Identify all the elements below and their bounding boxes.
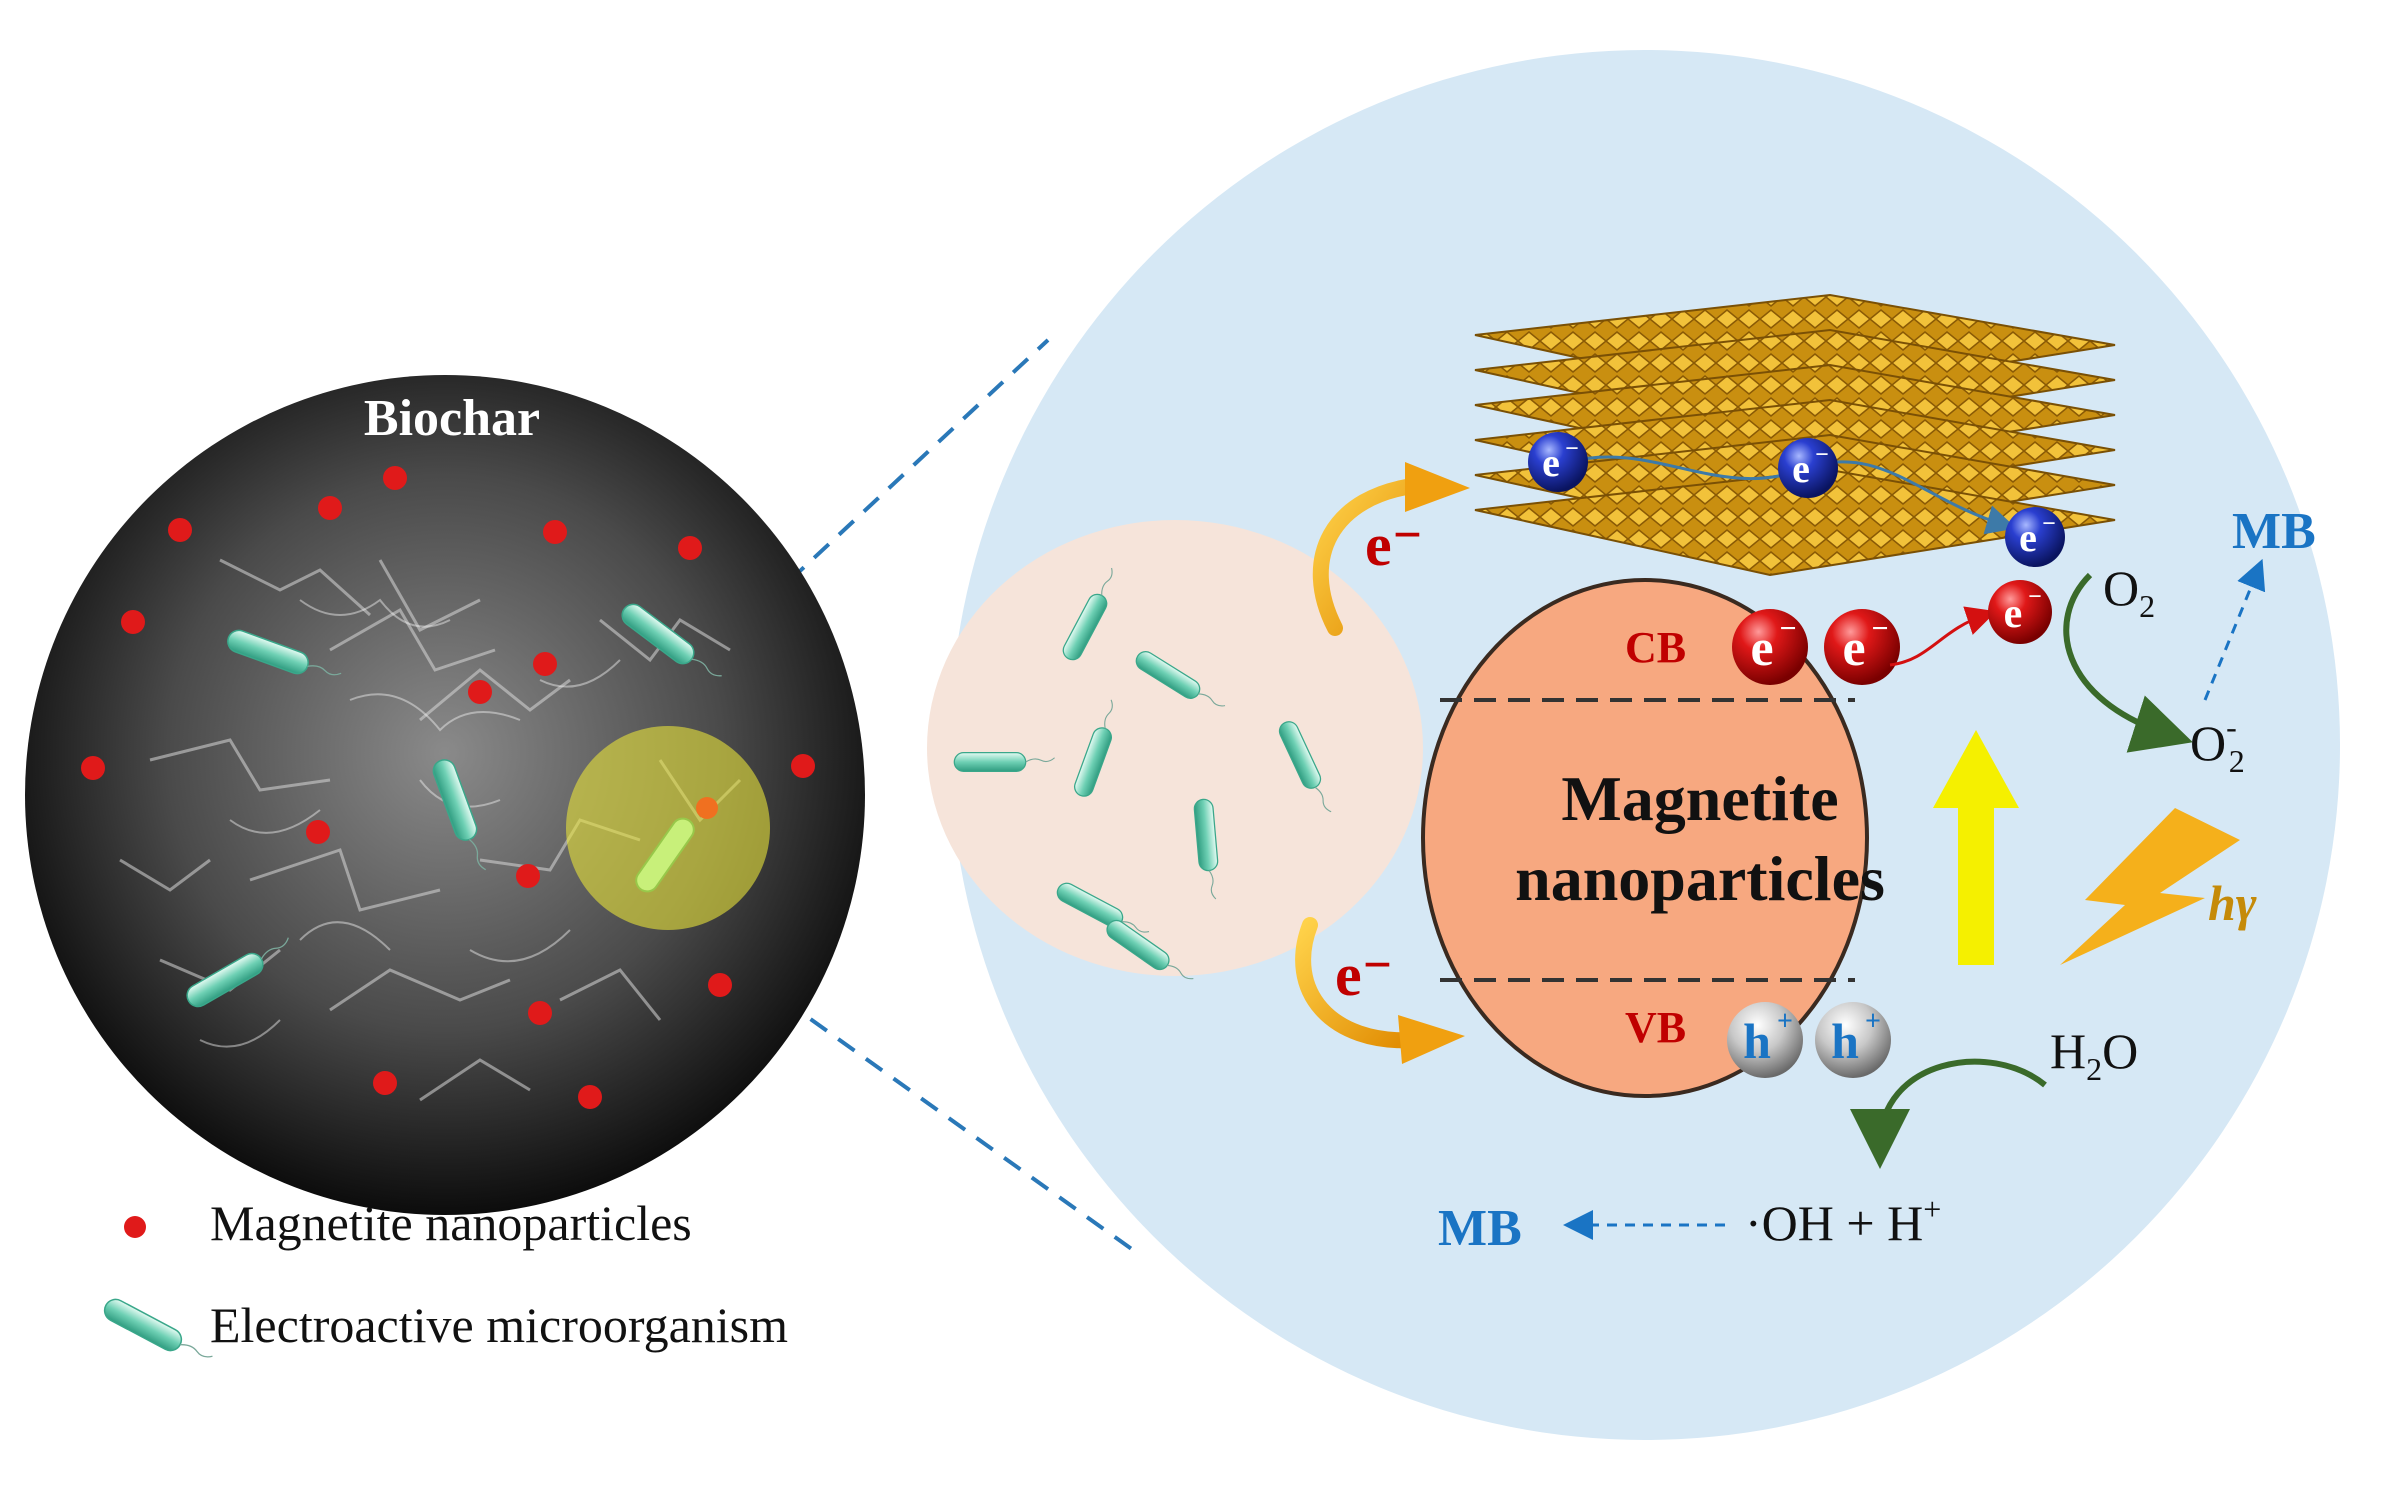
- h2o-label: H2O: [2050, 1023, 2138, 1087]
- legend: Magnetite nanoparticles Electroactive mi…: [100, 1195, 788, 1372]
- svg-text:−: −: [1779, 612, 1796, 645]
- electron-label-top: e⁻: [1365, 512, 1423, 578]
- surface-electron: e −: [1988, 580, 2052, 644]
- electron-transfer-arrows: [1295, 462, 1470, 1064]
- svg-text:e: e: [1750, 620, 1773, 677]
- electron-label-bottom: e⁻: [1335, 942, 1393, 1008]
- svg-text:e: e: [2004, 591, 2023, 637]
- biochar-sheets: [1474, 293, 2116, 577]
- h2o-oxidation-arrow: [1850, 1058, 2047, 1169]
- light-label: hγ: [2208, 875, 2257, 931]
- svg-text:−: −: [1565, 436, 1579, 462]
- magnetite-dots: [81, 466, 815, 1109]
- microbe-zone: [927, 520, 1423, 976]
- legend-bacterium: [100, 1294, 217, 1372]
- svg-text:+: +: [1865, 1006, 1881, 1037]
- vb-hole-2: h +: [1815, 1002, 1891, 1078]
- zoom-line-top: [638, 338, 1050, 722]
- biochar-title: Biochar: [364, 390, 540, 447]
- excitation-arrow: [1933, 730, 2019, 965]
- svg-text:e: e: [1842, 620, 1865, 677]
- sheet-electron-1: e −: [1528, 432, 1588, 492]
- svg-text:−: −: [1871, 612, 1888, 645]
- particle-title-line1: Magnetite: [1561, 763, 1838, 834]
- legend-nanoparticles: Magnetite nanoparticles: [210, 1195, 692, 1251]
- svg-text:e: e: [1542, 440, 1560, 485]
- vb-hole-1: h +: [1727, 1002, 1803, 1078]
- o2-reduction-arrow: [2063, 572, 2193, 753]
- highlight-region: [566, 726, 770, 930]
- svg-text:h: h: [1831, 1013, 1859, 1069]
- superoxide-label: O-2: [2190, 709, 2245, 779]
- mb-label-top: MB: [2232, 503, 2316, 560]
- vb-label: VB: [1625, 1003, 1686, 1052]
- mb-label-bottom: MB: [1438, 1200, 1522, 1257]
- legend-microorganism: Electroactive microorganism: [210, 1297, 788, 1353]
- svg-text:−: −: [1815, 442, 1829, 468]
- oh-products-label: ·OH + H+: [1745, 1191, 1941, 1251]
- lightning-icon: [2060, 808, 2240, 965]
- svg-text:e: e: [1792, 446, 1810, 491]
- legend-dot: [124, 1216, 146, 1238]
- cb-label: CB: [1625, 623, 1686, 672]
- cb-transfer-arrow: [1889, 606, 1997, 667]
- zoom-line-bottom: [698, 938, 1142, 1257]
- superoxide-to-mb-arrow: [2203, 558, 2266, 701]
- highlight-nanoparticle: [696, 797, 718, 819]
- svg-text:−: −: [2028, 584, 2042, 610]
- particle-title-line2: nanoparticles: [1515, 843, 1885, 914]
- o2-label: O2: [2103, 560, 2155, 624]
- svg-text:+: +: [1777, 1006, 1793, 1037]
- magnetite-particle: [1421, 578, 1869, 1098]
- svg-text:−: −: [2042, 511, 2056, 537]
- sheet-electron-3: e −: [2005, 507, 2065, 567]
- cb-electron-1: e −: [1732, 609, 1808, 685]
- highlight-bacterium: [635, 817, 695, 893]
- sheet-electron-2: e −: [1778, 438, 1838, 498]
- svg-text:h: h: [1743, 1013, 1771, 1069]
- svg-text:e: e: [2019, 515, 2037, 560]
- cb-electron-2: e −: [1824, 609, 1900, 685]
